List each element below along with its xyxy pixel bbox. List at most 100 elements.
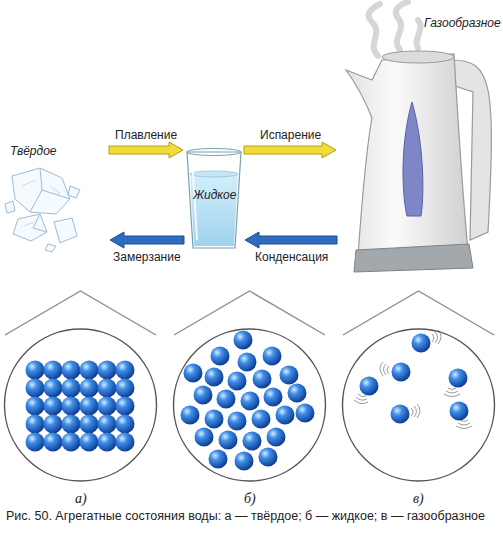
glass: [187, 149, 241, 249]
steam-wisp: [416, 20, 420, 48]
process-label: Замерзание: [113, 250, 181, 264]
molecule: [80, 415, 99, 434]
molecule: [80, 379, 99, 398]
circle-outline: [172, 285, 327, 507]
molecule: [263, 347, 282, 366]
molecule: [412, 334, 431, 353]
molecule: [392, 363, 411, 382]
solid-state-picture: Твёрдое: [2, 140, 108, 252]
liquid-molecules: [181, 331, 315, 471]
circle-outline: [341, 285, 496, 507]
ice-glint: [22, 180, 60, 226]
process-arrow: [244, 142, 336, 158]
ice-edge: [40, 168, 70, 199]
kettle-lid: [382, 51, 454, 63]
process-label: Плавление: [115, 128, 177, 142]
molecule: [26, 415, 45, 434]
molecule: [44, 397, 63, 416]
ice-chunk: [54, 218, 77, 243]
molecule: [267, 428, 286, 447]
molecule: [26, 361, 45, 380]
molecule: [234, 331, 253, 350]
molecule: [205, 410, 224, 429]
molecule: [205, 368, 224, 387]
steam: [369, 2, 421, 56]
circle-border: [343, 329, 495, 481]
molecule: [184, 364, 203, 383]
motion-mark: [456, 420, 472, 429]
ice-chunk: [13, 214, 47, 241]
molecule: [228, 372, 247, 391]
water-surface: [190, 171, 238, 177]
molecule: [98, 379, 117, 398]
figure-caption: Рис. 50. Агрегатные состояния воды: а — …: [6, 509, 498, 523]
solid-molecules: [26, 361, 135, 452]
process-arrow: [245, 232, 337, 248]
circle-border: [5, 329, 157, 481]
circle-border: [174, 329, 326, 481]
liquid-state-picture: Жидкое: [185, 148, 243, 250]
molecule: [211, 347, 230, 366]
molecule: [26, 433, 45, 452]
ice-edge: [33, 214, 47, 232]
circle-outline: [3, 285, 158, 507]
molecule: [80, 361, 99, 380]
molecule: [44, 361, 63, 380]
process-label: Испарение: [260, 128, 321, 142]
molecule: [449, 369, 468, 388]
glass-outline: [187, 152, 241, 248]
molecule: [181, 406, 200, 425]
molecule: [44, 415, 63, 434]
motion-mark: [380, 362, 389, 376]
molecule: [80, 433, 99, 452]
molecule: [228, 412, 247, 431]
molecule: [296, 404, 315, 423]
molecule: [450, 402, 469, 421]
panel-letter: а): [75, 491, 87, 507]
molecule: [194, 386, 213, 405]
molecule-model: в): [341, 285, 496, 507]
ice-shard: [68, 186, 80, 198]
molecule: [253, 370, 272, 389]
molecule: [98, 415, 117, 434]
molecule: [209, 450, 228, 469]
molecule: [26, 397, 45, 416]
molecule: [98, 433, 117, 452]
gas-state-picture: Газообразное: [338, 2, 500, 274]
molecule: [252, 410, 271, 429]
molecule: [391, 405, 410, 424]
steam-wisp: [396, 2, 408, 50]
ice-shard: [5, 201, 15, 213]
molecule-model: б): [172, 285, 327, 507]
water-window: [403, 102, 423, 216]
molecule: [276, 406, 295, 425]
molecule: [219, 431, 238, 450]
molecule: [264, 388, 283, 407]
molecule: [62, 433, 81, 452]
molecule: [116, 433, 135, 452]
kettle: [346, 2, 491, 272]
molecule: [241, 392, 260, 411]
molecule: [62, 415, 81, 434]
process-label: Конденсация: [255, 250, 328, 264]
molecule: [116, 379, 135, 398]
panel-letter: б): [244, 491, 256, 507]
state-label: Твёрдое: [10, 144, 57, 158]
molecule: [238, 353, 257, 372]
molecule: [116, 415, 135, 434]
molecule: [259, 448, 278, 467]
molecule: [243, 432, 262, 451]
steam-wisp: [369, 4, 380, 56]
molecule: [288, 384, 307, 403]
molecule: [62, 379, 81, 398]
molecule: [62, 361, 81, 380]
molecule: [98, 397, 117, 416]
process-arrow: [110, 232, 184, 248]
kettle-body: [346, 54, 468, 256]
glass-rim: [187, 149, 241, 156]
molecule: [44, 433, 63, 452]
